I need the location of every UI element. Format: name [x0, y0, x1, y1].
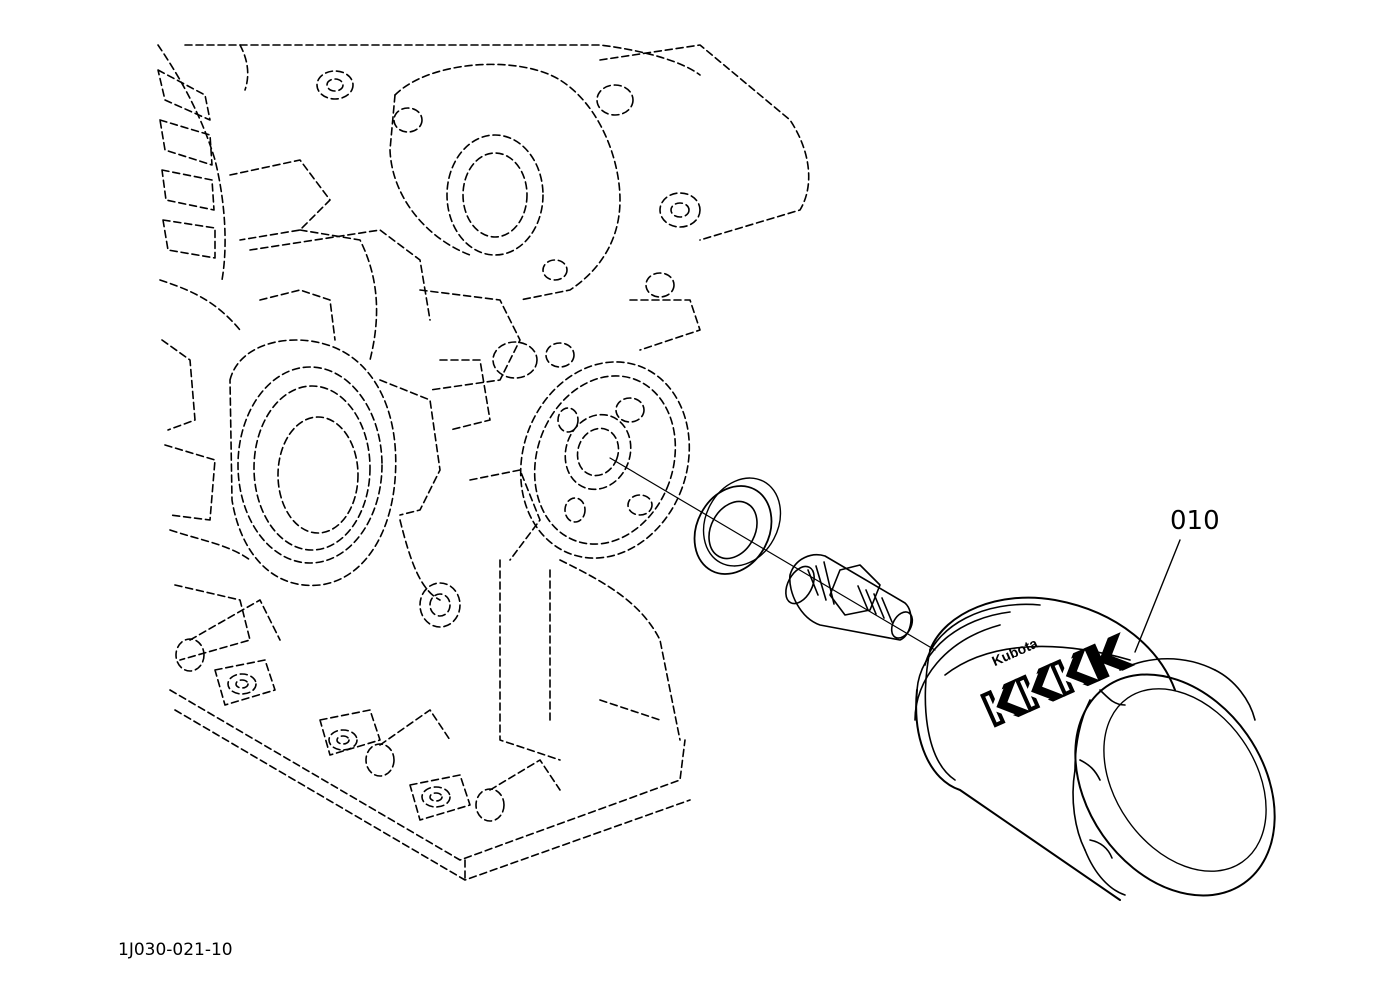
filter-mount-boss [519, 361, 691, 559]
engine-top-housing [229, 44, 810, 351]
engine-left-ribs [157, 44, 251, 661]
threaded-nipple [785, 554, 914, 641]
callout-label-010: 010 [1170, 506, 1220, 536]
svg-text:Kubota: Kubota [989, 635, 1040, 669]
engine-block-reference [157, 44, 810, 881]
gasket-ring [693, 477, 782, 575]
kubota-logo: Kubota [979, 632, 1136, 728]
engine-base-flange [169, 559, 691, 881]
figure-id: 1J030-021-10 [118, 940, 233, 960]
oil-filter-cartridge: Kubota [914, 539, 1276, 901]
callout-leader-line [1134, 539, 1181, 653]
engine-front-cover [229, 229, 575, 628]
assembly-axis-line [609, 457, 936, 651]
